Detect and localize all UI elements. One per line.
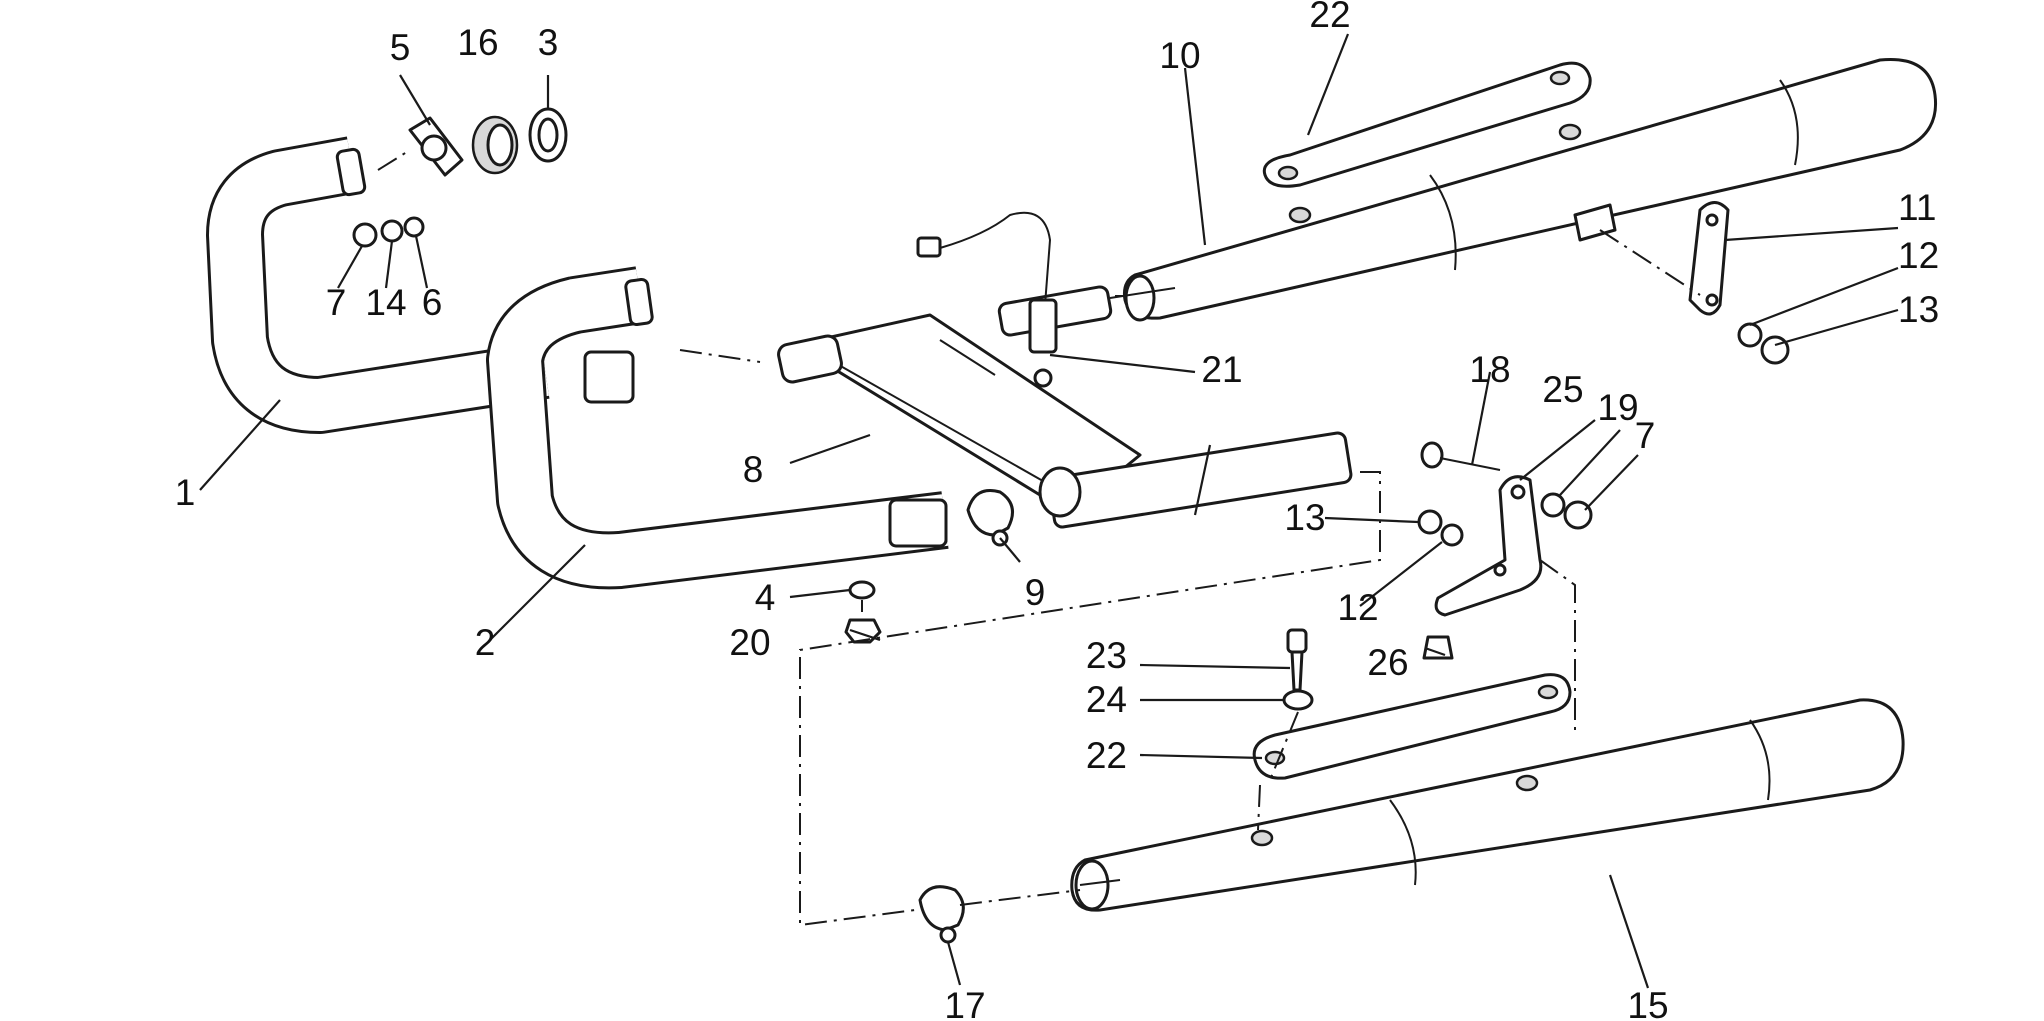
callout-18: 18 xyxy=(1469,349,1510,390)
callout-7a: 7 xyxy=(326,282,347,323)
muffler-bracket-22-lower xyxy=(1252,673,1572,780)
washer-19 xyxy=(1540,492,1566,518)
leader-lines xyxy=(199,33,1899,989)
flange-gasket-16 xyxy=(471,115,519,175)
callout-23: 23 xyxy=(1086,635,1127,676)
callout-16: 16 xyxy=(457,22,498,63)
callout-13a: 13 xyxy=(1898,289,1939,330)
muffler-10 xyxy=(1109,57,1938,322)
callout-7b: 7 xyxy=(1635,415,1656,456)
washer-4 xyxy=(848,580,876,600)
callout-22b: 22 xyxy=(1086,735,1127,776)
muffler-15 xyxy=(1070,698,1905,912)
callout-15: 15 xyxy=(1627,985,1668,1021)
washer-12-upper xyxy=(1737,322,1763,348)
nut-13-upper xyxy=(1760,335,1790,365)
cap-nut-7 xyxy=(1563,500,1593,530)
callout-labels: 1 2 3 4 5 6 7 7 8 9 10 11 12 12 13 13 14… xyxy=(175,0,1939,1021)
oxygen-sensor-21 xyxy=(916,211,1058,388)
hanger-plate-11 xyxy=(1688,201,1730,316)
callout-2: 2 xyxy=(475,622,496,663)
callout-13b: 13 xyxy=(1284,497,1325,538)
callout-24: 24 xyxy=(1086,679,1127,720)
callout-5: 5 xyxy=(390,27,411,68)
bolt-18 xyxy=(1420,441,1501,471)
stud-hardware-7-14-6 xyxy=(352,216,425,248)
exhaust-flange-5 xyxy=(408,116,464,177)
callout-26: 26 xyxy=(1367,642,1408,683)
nut-13-lower xyxy=(1417,509,1443,535)
spacer-26 xyxy=(1422,635,1454,660)
screw-23 xyxy=(1286,628,1308,692)
callout-11: 11 xyxy=(1898,187,1936,228)
muffler-bracket-22-upper xyxy=(1262,61,1592,188)
header-pipe-1 xyxy=(206,136,550,434)
crossover-collector-8 xyxy=(777,285,1353,529)
header-pipe-2 xyxy=(486,266,949,590)
callout-8: 8 xyxy=(743,449,764,490)
hanger-bracket-25 xyxy=(1434,475,1543,617)
pipe-clamp-9 xyxy=(966,489,1014,547)
callout-1: 1 xyxy=(175,472,196,513)
callout-12a: 12 xyxy=(1898,235,1939,276)
sealing-ring-3 xyxy=(528,107,568,163)
callout-3: 3 xyxy=(538,22,559,63)
callout-25: 25 xyxy=(1542,369,1583,410)
callout-19: 19 xyxy=(1597,387,1638,428)
washer-24 xyxy=(1282,689,1314,711)
callout-10: 10 xyxy=(1159,35,1200,76)
callout-21: 21 xyxy=(1201,349,1242,390)
washer-12-lower xyxy=(1440,523,1464,547)
pipe-clamp-17 xyxy=(918,885,965,944)
callout-9: 9 xyxy=(1025,572,1046,613)
callout-17: 17 xyxy=(944,985,985,1021)
callout-4: 4 xyxy=(755,577,776,618)
callout-6: 6 xyxy=(422,282,443,323)
callout-14: 14 xyxy=(365,282,406,323)
callout-12b: 12 xyxy=(1337,587,1378,628)
callout-22a: 22 xyxy=(1309,0,1350,35)
callout-20: 20 xyxy=(729,622,770,663)
